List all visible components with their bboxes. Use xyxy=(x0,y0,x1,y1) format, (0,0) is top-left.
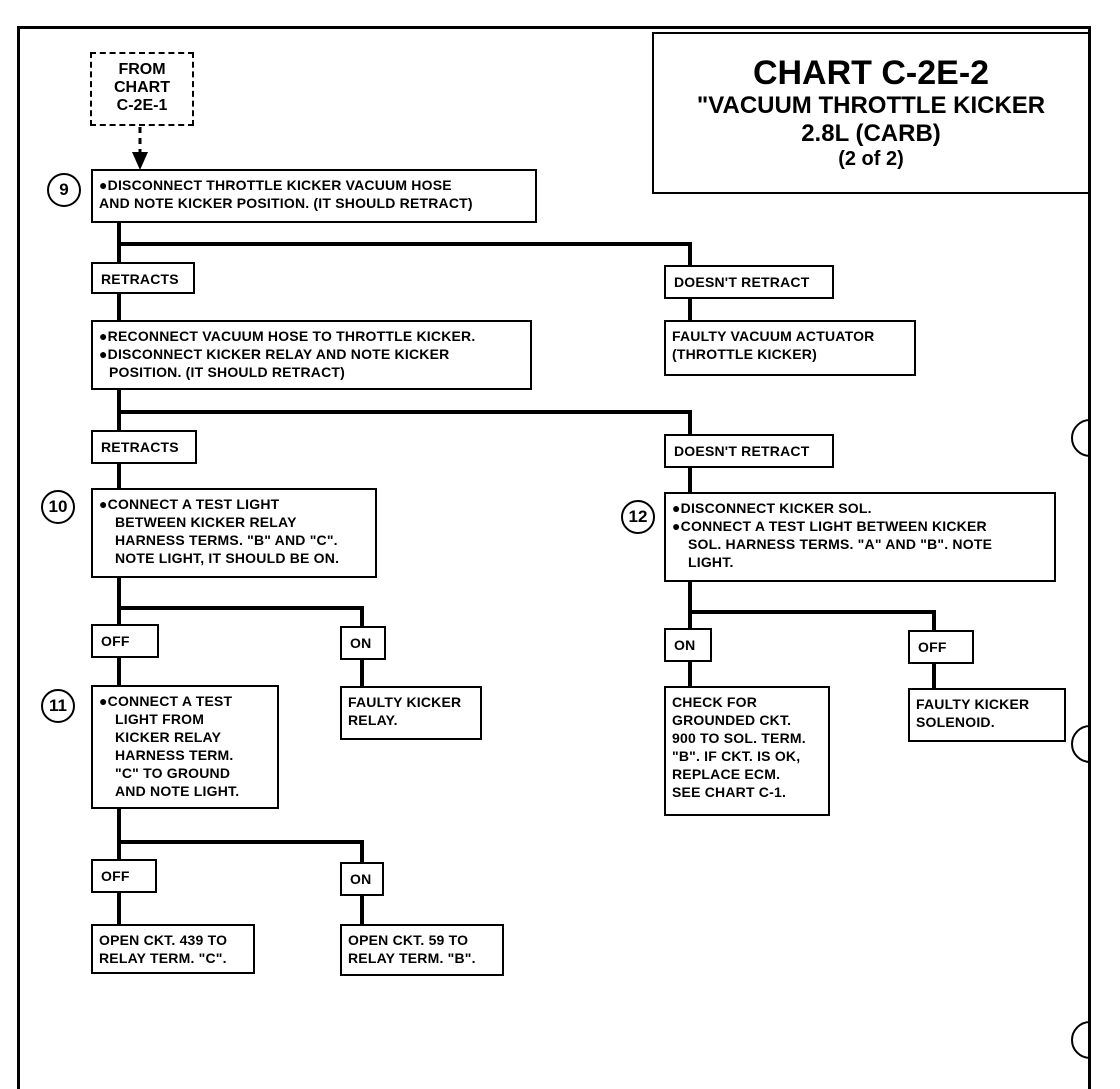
result-line: SOLENOID. xyxy=(916,714,995,730)
result-line: (THROTTLE KICKER) xyxy=(672,346,817,362)
result-open-ckt-59: OPEN CKT. 59 TO RELAY TERM. "B". xyxy=(340,924,504,976)
step-line: AND NOTE LIGHT. xyxy=(115,783,240,799)
chart-page: (2 of 2) xyxy=(838,148,904,170)
from-line: FROM xyxy=(118,61,166,78)
label-on-11: ON xyxy=(340,862,384,896)
result-line: 900 TO SOL. TERM. xyxy=(672,730,806,746)
chart-title: CHART C-2E-2 xyxy=(752,54,990,92)
step-9b-box: ●RECONNECT VACUUM HOSE TO THROTTLE KICKE… xyxy=(91,320,532,390)
label-off-10: OFF xyxy=(91,624,159,658)
from-line: CHART xyxy=(114,79,170,96)
label-off-11: OFF xyxy=(91,859,157,893)
result-faulty-kicker-relay: FAULTY KICKER RELAY. xyxy=(340,686,482,740)
result-line: RELAY TERM. "B". xyxy=(348,950,476,966)
chart-subtitle: "VACUUM THROTTLE KICKER xyxy=(696,92,1046,119)
step-line: HARNESS TERMS. "B" AND "C". xyxy=(115,532,338,548)
result-line: CHECK FOR xyxy=(672,694,758,710)
result-line: OPEN CKT. 439 TO xyxy=(99,932,228,948)
result-open-ckt-439: OPEN CKT. 439 TO RELAY TERM. "C". xyxy=(91,924,255,974)
result-line: FAULTY VACUUM ACTUATOR xyxy=(672,328,875,344)
result-line: RELAY. xyxy=(348,712,398,728)
label-off-12: OFF xyxy=(908,630,974,664)
step-line: BETWEEN KICKER RELAY xyxy=(115,514,297,530)
result-faulty-vacuum-actuator: FAULTY VACUUM ACTUATOR (THROTTLE KICKER) xyxy=(664,320,916,376)
step-number-12: 12 xyxy=(621,500,655,534)
step-line: ●DISCONNECT KICKER RELAY AND NOTE KICKER xyxy=(99,346,450,362)
chart-title-box: CHART C-2E-2 "VACUUM THROTTLE KICKER 2.8… xyxy=(652,32,1090,194)
step-10-box: ●CONNECT A TEST LIGHT BETWEEN KICKER REL… xyxy=(91,488,377,578)
step-line: "C" TO GROUND xyxy=(115,765,231,781)
result-line: FAULTY KICKER xyxy=(348,694,462,710)
result-line: "B". IF CKT. IS OK, xyxy=(672,748,801,764)
step-line: KICKER RELAY xyxy=(115,729,222,745)
result-line: REPLACE ECM. xyxy=(672,766,781,782)
from-chart-box: FROM CHART C-2E-1 xyxy=(90,52,194,126)
step-line: POSITION. (IT SHOULD RETRACT) xyxy=(109,364,346,380)
label-doesnt-retract-1: DOESN'T RETRACT xyxy=(664,265,834,299)
step-line: ●CONNECT A TEST xyxy=(99,693,233,709)
result-check-grounded: CHECK FOR GROUNDED CKT. 900 TO SOL. TERM… xyxy=(664,686,830,816)
step-line: ●RECONNECT VACUUM HOSE TO THROTTLE KICKE… xyxy=(99,328,476,344)
step-11-box: ●CONNECT A TEST LIGHT FROM KICKER RELAY … xyxy=(91,685,279,809)
result-faulty-kicker-solenoid: FAULTY KICKER SOLENOID. xyxy=(908,688,1066,742)
step-line: SOL. HARNESS TERMS. "A" AND "B". NOTE xyxy=(688,536,993,552)
step-line: AND NOTE KICKER POSITION. (IT SHOULD RET… xyxy=(99,195,473,211)
step-line: LIGHT FROM xyxy=(115,711,205,727)
result-line: FAULTY KICKER xyxy=(916,696,1030,712)
step-9-box: ●DISCONNECT THROTTLE KICKER VACUUM HOSE … xyxy=(91,169,537,223)
step-line: LIGHT. xyxy=(688,554,734,570)
step-number-11: 11 xyxy=(41,689,75,723)
label-retracts-2: RETRACTS xyxy=(91,430,197,464)
page-frame xyxy=(17,26,1091,1089)
result-line: SEE CHART C-1. xyxy=(672,784,787,800)
step-line: ●DISCONNECT THROTTLE KICKER VACUUM HOSE xyxy=(99,177,452,193)
step-number-9: 9 xyxy=(47,173,81,207)
result-line: GROUNDED CKT. xyxy=(672,712,792,728)
label-on-10: ON xyxy=(340,626,386,660)
step-line: ●DISCONNECT KICKER SOL. xyxy=(672,500,872,516)
from-line: C-2E-1 xyxy=(116,97,168,114)
step-number-10: 10 xyxy=(41,490,75,524)
label-doesnt-retract-2: DOESN'T RETRACT xyxy=(664,434,834,468)
step-line: ●CONNECT A TEST LIGHT BETWEEN KICKER xyxy=(672,518,987,534)
step-line: ●CONNECT A TEST LIGHT xyxy=(99,496,280,512)
step-line: HARNESS TERM. xyxy=(115,747,234,763)
step-line: NOTE LIGHT, IT SHOULD BE ON. xyxy=(115,550,340,566)
result-line: OPEN CKT. 59 TO xyxy=(348,932,469,948)
chart-engine: 2.8L (CARB) xyxy=(801,120,941,147)
step-12-box: ●DISCONNECT KICKER SOL. ●CONNECT A TEST … xyxy=(664,492,1056,582)
label-on-12: ON xyxy=(664,628,712,662)
label-retracts-1: RETRACTS xyxy=(91,262,195,294)
result-line: RELAY TERM. "C". xyxy=(99,950,227,966)
